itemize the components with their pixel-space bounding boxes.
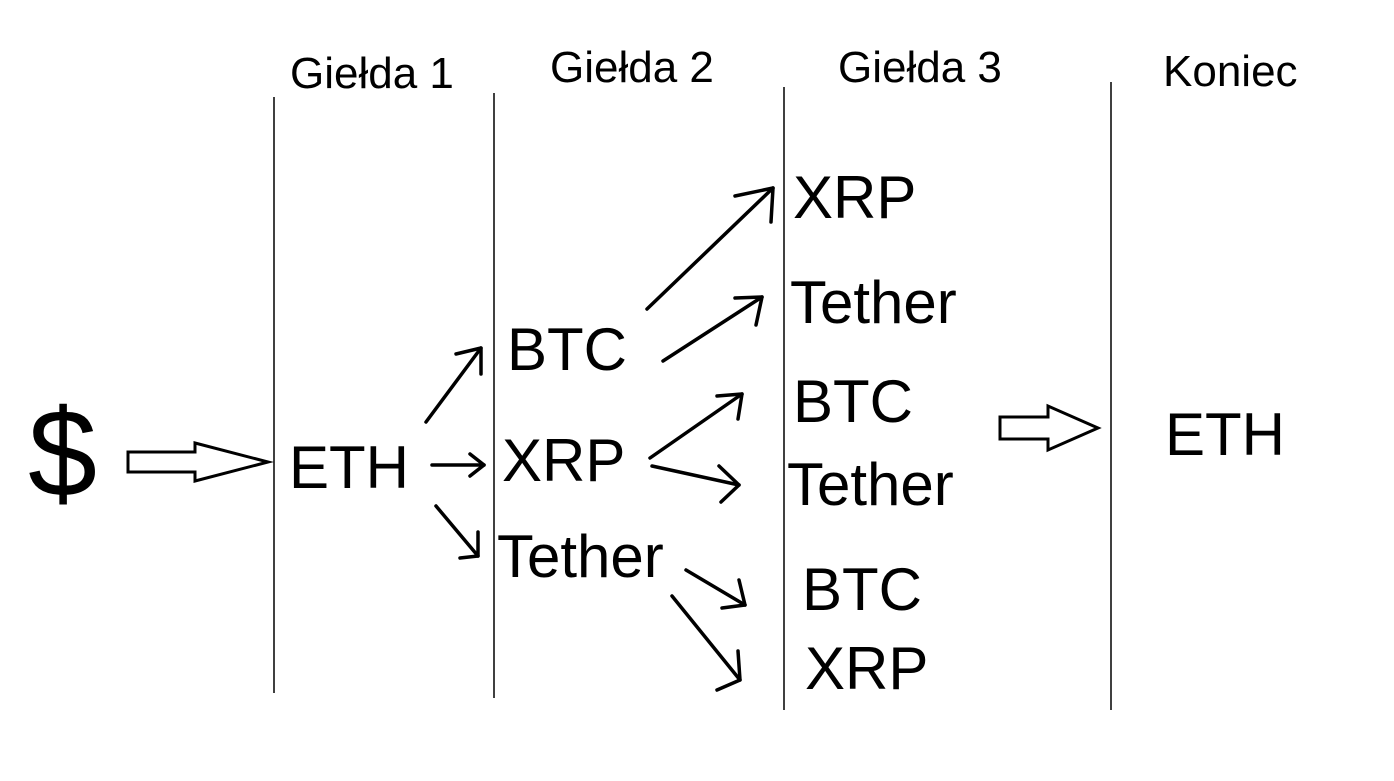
end-block-arrow (998, 403, 1102, 453)
arrow-xrp-to-tether (650, 464, 741, 504)
exchange-3-node-tether-1: Tether (790, 269, 957, 336)
end-node-eth: ETH (1165, 401, 1285, 468)
arrow-eth-to-xrp (430, 452, 486, 478)
dollar-sign: $ (28, 385, 97, 523)
arrow-btc-to-tether (661, 295, 764, 363)
exchange-3-node-tether-2: Tether (787, 451, 954, 518)
arrow-tether-to-btc (684, 568, 747, 610)
exchange-3-node-xrp-1: XRP (793, 164, 917, 231)
exchange-3-node-btc-1: BTC (793, 368, 913, 435)
exchange-3-node-xrp-2: XRP (805, 635, 929, 702)
exchange-2-node-btc: BTC (507, 316, 627, 383)
exchange-2-node-xrp: XRP (502, 427, 626, 494)
header-exchange-1: Giełda 1 (290, 49, 454, 98)
arrow-eth-to-btc (424, 346, 483, 424)
arrow-tether-to-xrp (670, 594, 742, 692)
exchange-2-node-tether: Tether (497, 523, 664, 590)
arrow-eth-to-tether (434, 504, 480, 560)
exchange-1-node-eth: ETH (289, 434, 409, 501)
header-exchange-2: Giełda 2 (550, 43, 714, 92)
header-exchange-3: Giełda 3 (838, 43, 1002, 92)
header-end: Koniec (1163, 47, 1298, 96)
arrow-xrp-to-btc (648, 392, 744, 460)
exchange-3-node-btc-2: BTC (802, 556, 922, 623)
start-block-arrow (126, 441, 274, 483)
arrow-btc-to-xrp (645, 186, 775, 311)
